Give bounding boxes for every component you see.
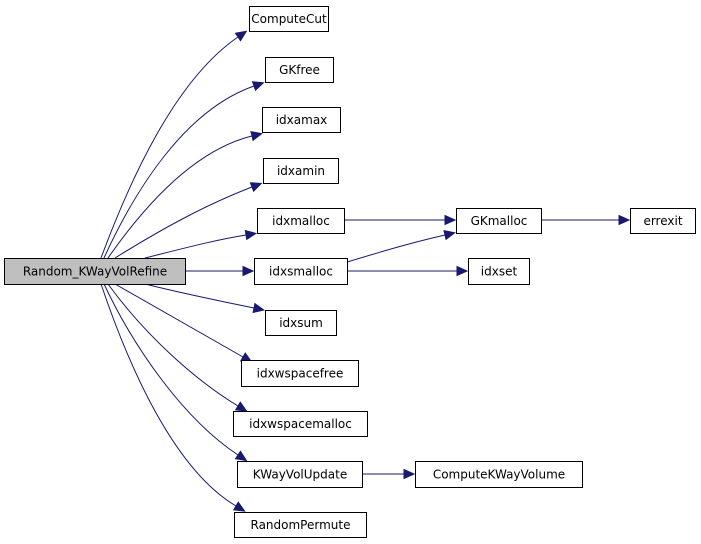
edge-Random_KWayVolRefine-to-RandomPermute [100, 283, 246, 512]
arrowhead-icon [232, 501, 246, 512]
node-label: idxwspacemalloc [249, 417, 352, 431]
arrowhead-icon [249, 182, 263, 193]
node-box[interactable] [265, 310, 337, 336]
node-label: Random_KWayVolRefine [23, 265, 167, 279]
arrowhead-icon [250, 130, 263, 142]
edge-idxmalloc-to-GKmalloc [344, 214, 457, 226]
arrowhead-icon [252, 302, 265, 314]
node-Random_KWayVolRefine[interactable]: Random_KWayVolRefine [4, 258, 186, 285]
edge-line [343, 234, 446, 264]
node-box[interactable] [234, 512, 367, 538]
edge-Random_KWayVolRefine-to-idxmalloc [144, 229, 258, 259]
arrowhead-icon [456, 265, 469, 277]
edge-GKmalloc-to-errexit [541, 214, 631, 226]
node-box[interactable] [237, 461, 363, 488]
edge-Random_KWayVolRefine-to-idxamax [107, 130, 263, 259]
edge-KWayVolUpdate-to-ComputeKWayVolume [362, 468, 416, 480]
edges-layer [100, 30, 631, 512]
arrowhead-icon [234, 450, 248, 462]
node-idxset[interactable]: idxset [468, 258, 530, 285]
edge-Random_KWayVolRefine-to-KWayVolUpdate [103, 283, 248, 462]
node-label: GKfree [279, 63, 320, 77]
node-box[interactable] [4, 258, 186, 285]
node-label: ComputeCut [251, 12, 327, 26]
edge-line [103, 85, 255, 259]
node-idxamin[interactable]: idxamin [263, 158, 339, 184]
edge-Random_KWayVolRefine-to-idxwspacefree [114, 283, 253, 363]
node-GKfree[interactable]: GKfree [265, 57, 334, 83]
node-idxsum[interactable]: idxsum [265, 310, 337, 336]
node-RandomPermute[interactable]: RandomPermute [234, 512, 367, 538]
node-idxwspacemalloc[interactable]: idxwspacemalloc [233, 411, 368, 437]
node-label: idxsmalloc [269, 265, 333, 279]
edge-line [100, 283, 237, 507]
node-idxmalloc[interactable]: idxmalloc [257, 208, 345, 234]
node-box[interactable] [265, 57, 334, 83]
edge-Random_KWayVolRefine-to-ComputeCut [100, 30, 248, 259]
node-label: idxwspacefree [257, 367, 344, 381]
node-label: RandomPermute [251, 518, 351, 532]
arrowhead-icon [443, 229, 456, 241]
node-label: errexit [643, 214, 682, 228]
edge-line [103, 283, 239, 456]
edge-idxsmalloc-to-GKmalloc [343, 229, 456, 264]
node-label: idxset [481, 265, 518, 279]
edge-line [144, 283, 255, 309]
node-box[interactable] [241, 360, 359, 387]
edge-line [114, 283, 244, 358]
node-label: idxsum [279, 316, 323, 330]
node-idxwspacefree[interactable]: idxwspacefree [241, 360, 359, 387]
edge-Random_KWayVolRefine-to-idxsmalloc [185, 265, 255, 277]
arrowhead-icon [618, 214, 631, 226]
node-box[interactable] [415, 461, 583, 488]
node-label: idxamin [277, 164, 325, 178]
edge-Random_KWayVolRefine-to-idxwspacemalloc [107, 283, 248, 412]
node-box[interactable] [630, 208, 696, 234]
node-label: KWayVolUpdate [253, 468, 347, 482]
node-label: GKmalloc [471, 214, 528, 228]
node-box[interactable] [257, 208, 345, 234]
node-label: ComputeKWayVolume [433, 468, 565, 482]
node-errexit[interactable]: errexit [630, 208, 696, 234]
edge-line [114, 186, 253, 259]
edge-line [144, 234, 247, 259]
node-GKmalloc[interactable]: GKmalloc [456, 208, 542, 234]
arrowhead-icon [234, 401, 248, 412]
arrowhead-icon [251, 81, 265, 92]
node-idxamax[interactable]: idxamax [262, 107, 341, 133]
node-box[interactable] [233, 411, 368, 437]
node-label: idxmalloc [272, 214, 330, 228]
edge-Random_KWayVolRefine-to-GKfree [103, 81, 265, 259]
edge-Random_KWayVolRefine-to-idxsum [144, 283, 265, 314]
node-ComputeKWayVolume[interactable]: ComputeKWayVolume [415, 461, 583, 488]
node-box[interactable] [249, 6, 329, 32]
arrowhead-icon [234, 30, 248, 42]
node-ComputeCut[interactable]: ComputeCut [249, 6, 329, 32]
edge-line [100, 36, 239, 259]
arrowhead-icon [403, 468, 416, 480]
node-box[interactable] [456, 208, 542, 234]
arrowhead-icon [444, 214, 457, 226]
node-box[interactable] [262, 107, 341, 133]
edge-line [107, 135, 253, 259]
arrowhead-icon [244, 229, 258, 241]
edge-Random_KWayVolRefine-to-idxamin [114, 182, 263, 259]
node-label: idxamax [276, 113, 328, 127]
edge-idxsmalloc-to-idxset [347, 265, 469, 277]
node-idxsmalloc[interactable]: idxsmalloc [254, 258, 348, 285]
edge-line [107, 283, 239, 407]
node-KWayVolUpdate[interactable]: KWayVolUpdate [237, 461, 363, 488]
node-box[interactable] [263, 158, 339, 184]
node-box[interactable] [468, 258, 530, 285]
arrowhead-icon [242, 265, 255, 277]
node-box[interactable] [254, 258, 348, 285]
